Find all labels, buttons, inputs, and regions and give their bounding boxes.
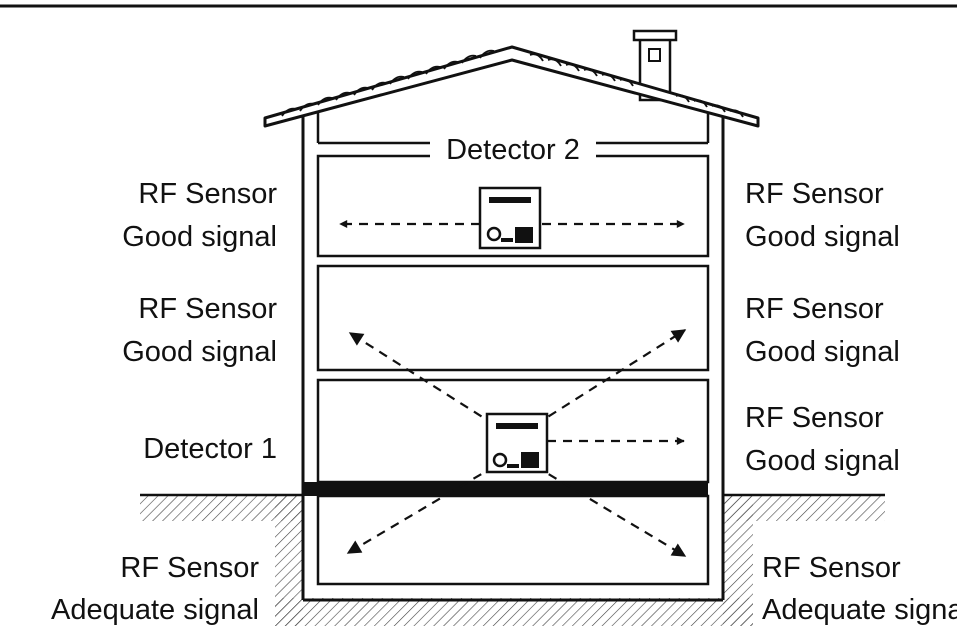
left-sensor-basement-line1: RF Sensor bbox=[120, 552, 259, 584]
right-sensor-basement: RF Sensor Adequate signal bbox=[762, 552, 957, 626]
right-sensor-basement-line1: RF Sensor bbox=[762, 552, 901, 584]
arrow-mid-up-left bbox=[348, 332, 496, 426]
detector-1-device bbox=[485, 412, 549, 474]
left-sensor-basement: RF Sensor Adequate signal bbox=[51, 552, 259, 626]
roof bbox=[263, 45, 760, 128]
floor-slab bbox=[303, 482, 708, 496]
left-sensor-top-line2: Good signal bbox=[122, 221, 277, 253]
ground-hatch-right bbox=[723, 496, 885, 521]
left-sensor-top-line1: RF Sensor bbox=[138, 178, 277, 210]
detector-2-device bbox=[478, 186, 542, 250]
left-sensor-middle-line2: Good signal bbox=[122, 336, 277, 368]
right-sensor-ground-line2: Good signal bbox=[745, 445, 900, 477]
ground-hatch-bottom bbox=[275, 598, 753, 626]
right-sensor-top-line2: Good signal bbox=[745, 221, 900, 253]
roof-tiles bbox=[281, 49, 744, 118]
right-sensor-middle: RF Sensor Good signal bbox=[745, 293, 900, 368]
arrow-mid-down-right bbox=[534, 465, 687, 557]
room-basement bbox=[316, 494, 710, 586]
right-sensor-top-line1: RF Sensor bbox=[745, 178, 884, 210]
right-sensor-ground-line1: RF Sensor bbox=[745, 402, 884, 434]
left-sensor-top: RF Sensor Good signal bbox=[122, 178, 277, 253]
room-top-outline bbox=[316, 154, 710, 258]
arrow-mid-down-left bbox=[346, 465, 496, 554]
arrow-mid-up-right bbox=[534, 329, 687, 426]
right-sensor-ground: RF Sensor Good signal bbox=[745, 402, 900, 477]
detector-1-label: Detector 1 bbox=[143, 433, 277, 465]
right-sensor-middle-line1: RF Sensor bbox=[745, 293, 884, 325]
right-sensor-basement-line2: Adequate signal bbox=[762, 594, 957, 626]
signal-arrows bbox=[339, 220, 687, 557]
chimney-window bbox=[648, 48, 661, 62]
right-sensor-middle-line2: Good signal bbox=[745, 336, 900, 368]
left-sensor-middle-line1: RF Sensor bbox=[138, 293, 277, 325]
left-sensor-basement-line2: Adequate signal bbox=[51, 594, 259, 626]
detector-2-label: Detector 2 bbox=[446, 134, 580, 166]
chimney-cap bbox=[632, 29, 678, 42]
right-sensor-top: RF Sensor Good signal bbox=[745, 178, 900, 253]
left-sensor-middle: RF Sensor Good signal bbox=[122, 293, 277, 368]
room-middle bbox=[316, 264, 710, 372]
